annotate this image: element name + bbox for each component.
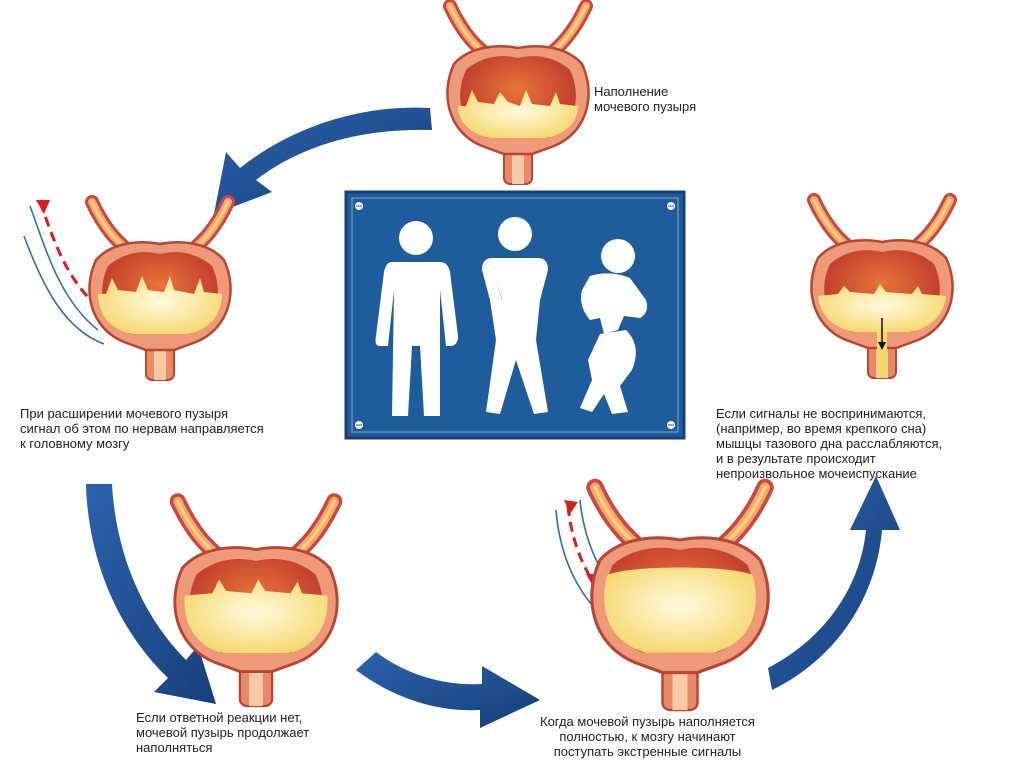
bladder-icon	[592, 488, 768, 711]
bladder-icon	[447, 6, 588, 184]
crossing-legs-figure-icon	[482, 217, 548, 414]
caption-ignored: Если сигналы не воспринимаются, (наприме…	[716, 406, 943, 481]
bladder-icon	[811, 200, 952, 378]
caption-no-response: Если ответной реакции нет, мочевой пузыр…	[136, 710, 310, 755]
standing-figure-icon	[375, 221, 458, 416]
restroom-sign-icon	[344, 190, 686, 440]
caption-full: Когда мочевой пузырь наполняется полност…	[540, 714, 755, 759]
caption-signal: При расширении мочевого пузыря сигнал об…	[20, 406, 264, 451]
hunched-figure-icon	[580, 239, 648, 414]
caption-filling: Наполнение мочевого пузыря	[594, 84, 697, 114]
cycle-arrow-icon	[86, 107, 900, 728]
bladder-icon	[89, 202, 230, 380]
bladder-icon	[175, 501, 337, 706]
